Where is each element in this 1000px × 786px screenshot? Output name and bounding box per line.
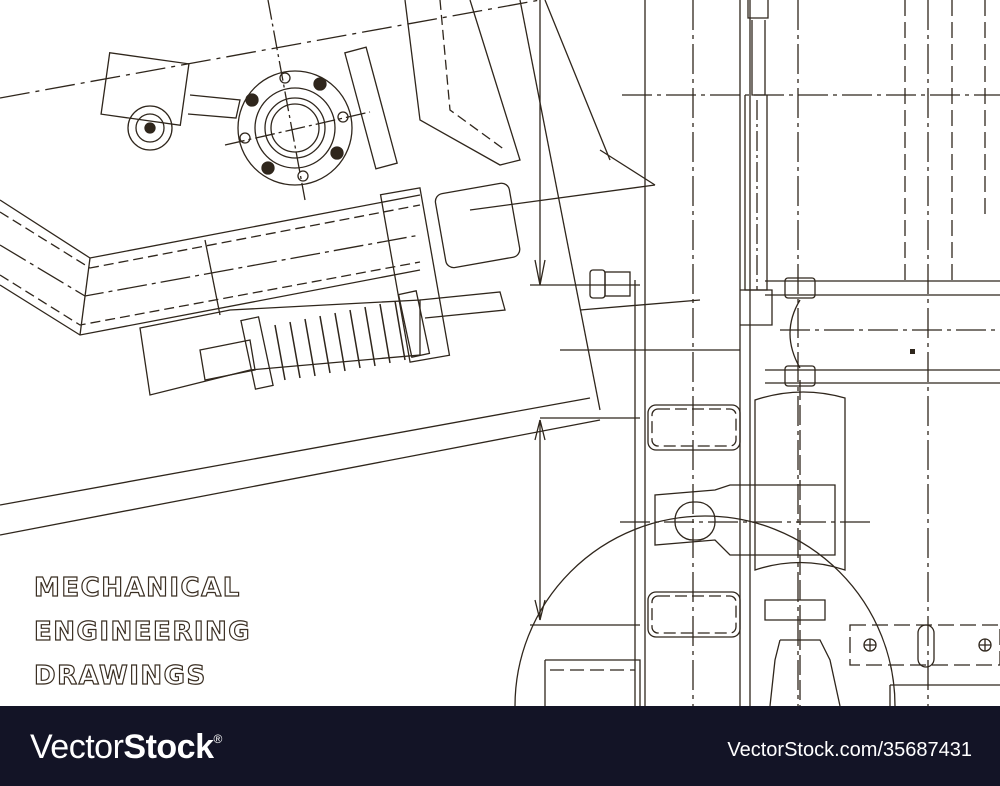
drawing-title: MECHANICAL ENGINEERING DRAWINGS bbox=[33, 566, 252, 698]
brand-bold-text: Stock bbox=[123, 728, 214, 766]
asset-url[interactable]: VectorStock.com/35687431 bbox=[727, 739, 972, 761]
vectorstock-logo[interactable]: VectorStock® bbox=[30, 728, 222, 767]
title-line-engineering: ENGINEERING bbox=[33, 616, 252, 647]
registered-mark: ® bbox=[213, 732, 222, 746]
title-line-mechanical: MECHANICAL bbox=[33, 572, 241, 603]
engineering-drawing: MECHANICAL ENGINEERING DRAWINGS bbox=[0, 0, 1000, 706]
brand-light-text: Vector bbox=[30, 728, 124, 766]
watermark-footer: VectorStock® VectorStock.com/35687431 bbox=[0, 706, 1000, 786]
title-line-drawings: DRAWINGS bbox=[33, 660, 207, 691]
blueprint-lines bbox=[0, 0, 1000, 706]
